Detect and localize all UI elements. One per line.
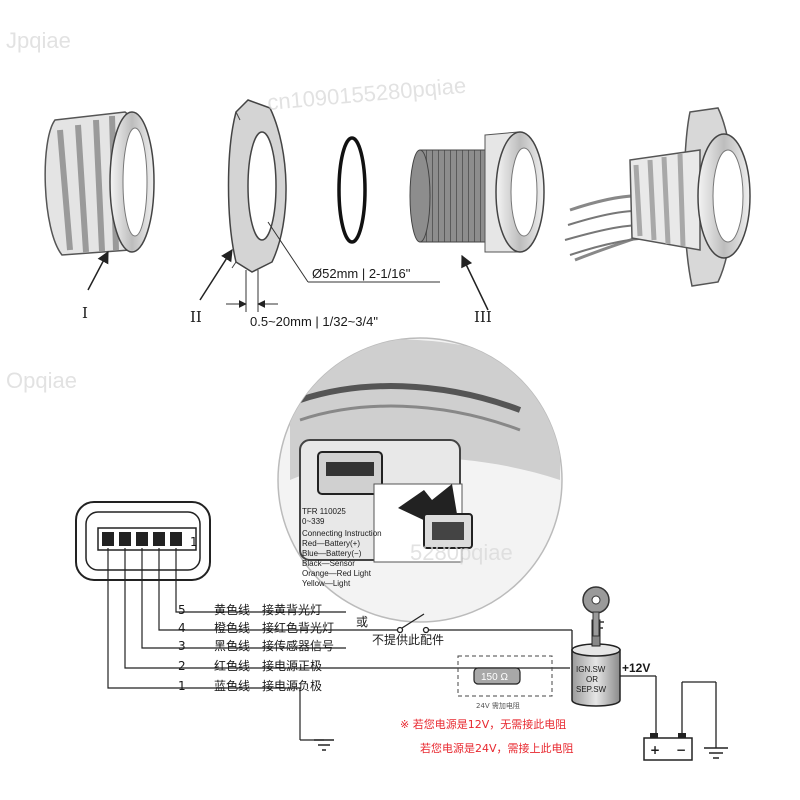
wire-1-color: 蓝色线 bbox=[214, 679, 250, 693]
sticker-model: TFR 110025 bbox=[302, 507, 346, 516]
assembled-gauge bbox=[564, 107, 751, 287]
sticker-line-3: Black—Sensor bbox=[302, 559, 355, 568]
resistor-note: 24V 需加电阻 bbox=[476, 701, 520, 710]
ignition-line-1: IGN.SW bbox=[576, 665, 606, 674]
part-1-label: I bbox=[82, 304, 88, 322]
sticker-range: 0~339 bbox=[302, 517, 325, 526]
sticker-title: Connecting Instruction bbox=[302, 529, 382, 538]
resistor-dashed-box bbox=[457, 655, 553, 697]
supply-wiring bbox=[620, 675, 717, 748]
key-icon bbox=[582, 586, 610, 637]
resistor-body bbox=[473, 667, 521, 685]
o-ring bbox=[337, 136, 367, 244]
wire-5-number: 5 bbox=[178, 603, 186, 617]
part-3-threaded-housing bbox=[409, 131, 545, 253]
wire-3-function: 接传感器信号 bbox=[262, 638, 334, 653]
part-1-arrow bbox=[87, 250, 109, 291]
wire-3-number: 3 bbox=[178, 639, 186, 653]
diameter-leader bbox=[267, 221, 309, 283]
wire-4-function: 接红色背光灯 bbox=[262, 620, 334, 635]
wire-2-number: 2 bbox=[178, 659, 186, 673]
switch-not-supplied-text: 不提供此配件 bbox=[372, 632, 444, 647]
resistor-value: 150 Ω bbox=[481, 672, 508, 683]
part-2-flange bbox=[227, 99, 287, 273]
switch-or-text: 或 bbox=[356, 615, 368, 629]
diameter-dimension-text: Ø52mm | 2-1/16" bbox=[312, 266, 411, 281]
wire-4-color: 橙色线 bbox=[214, 620, 250, 635]
ground-symbol-left bbox=[314, 739, 334, 751]
sticker-line-2: Blue—Battery(−) bbox=[302, 549, 362, 558]
note-12v: ※ 若您电源是12V，无需接此电阻 bbox=[400, 717, 566, 731]
connector-pin-label: 1 bbox=[190, 535, 198, 549]
magnified-connector-view: TFR 110025 0~339 Connecting Instruction … bbox=[277, 337, 563, 623]
wire-5-function: 接黄背光灯 bbox=[262, 602, 322, 617]
sticker-line-4: Orange—Red Light bbox=[302, 569, 372, 578]
wire-2-function: 接电源正极 bbox=[262, 658, 322, 673]
battery-plus: + bbox=[650, 743, 660, 757]
wire-2-color: 红色线 bbox=[214, 658, 250, 673]
light-switch bbox=[346, 613, 573, 660]
note-24v: 若您电源是24V，需接上此电阻 bbox=[420, 741, 574, 755]
thickness-dimension bbox=[226, 270, 278, 312]
ignition-line-3: SEP.SW bbox=[576, 685, 607, 694]
ground-symbol-right bbox=[704, 747, 728, 759]
supply-voltage: +12V bbox=[622, 661, 650, 675]
wire-harness bbox=[107, 548, 570, 740]
wire-1-function: 接电源负极 bbox=[262, 678, 322, 693]
part-2-label: II bbox=[190, 308, 202, 326]
battery-icon bbox=[643, 733, 693, 761]
wire-3-color: 黑色线 bbox=[214, 639, 250, 653]
thickness-dimension-text: 0.5~20mm | 1/32~3/4" bbox=[250, 314, 378, 329]
part-3-arrow bbox=[461, 254, 489, 311]
part-2-arrow bbox=[199, 248, 233, 301]
sticker-line-5: Yellow—Light bbox=[302, 579, 351, 588]
part-3-label: III bbox=[474, 308, 492, 326]
wire-5-color: 黄色线 bbox=[214, 603, 250, 617]
ignition-line-2: OR bbox=[586, 675, 598, 684]
watermark-1: Jpqiae bbox=[6, 28, 71, 53]
part-1-knurled-nut bbox=[44, 111, 155, 256]
watermark-3: Opqiae bbox=[6, 368, 77, 393]
wire-1-number: 1 bbox=[178, 679, 186, 693]
sticker-line-1: Red—Battery(+) bbox=[302, 539, 360, 548]
wire-4-number: 4 bbox=[178, 621, 186, 635]
watermark-2: cn1090155280pqiae bbox=[266, 73, 467, 115]
watermark-4: 5280pqiae bbox=[410, 540, 513, 565]
battery-minus: − bbox=[676, 743, 686, 757]
